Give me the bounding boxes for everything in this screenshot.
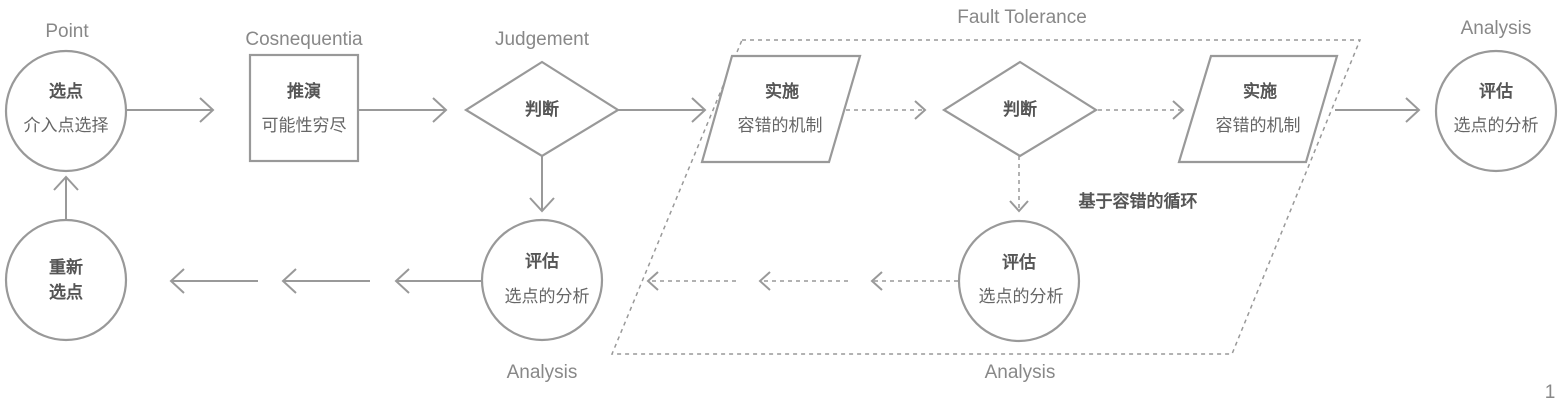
node-implement-1-subtitle: 容错的机制 (738, 116, 823, 136)
node-judge-1: 判断 (463, 60, 621, 158)
label-point: Point (45, 21, 89, 42)
node-judge-2: 判断 (941, 60, 1099, 158)
node-deduce-subtitle: 可能性穷尽 (262, 116, 347, 136)
arrow-reselect-to-point (53, 175, 79, 220)
node-implement-2: 实施 容错的机制 (1177, 54, 1339, 164)
node-implement-1: 实施 容错的机制 (700, 54, 862, 164)
arrow-frame-to-evaluate (1335, 97, 1421, 123)
node-evaluate-right-subtitle: 选点的分析 (1454, 116, 1539, 136)
page-number: 1 (1545, 382, 1556, 403)
fault-tolerance-frame (610, 39, 1362, 355)
label-analysis-top-right: Analysis (1461, 18, 1532, 39)
label-judgement: Judgement (495, 29, 590, 50)
arrow-deduce-to-judge (359, 97, 448, 123)
dashed-arrow-back-1 (870, 271, 958, 291)
node-implement-2-subtitle: 容错的机制 (1216, 116, 1301, 136)
node-evaluate-right-title: 评估 (1479, 81, 1513, 102)
node-evaluate-mid: 评估 选点的分析 (480, 218, 604, 342)
node-reselect-line1: 重新 (49, 257, 83, 278)
loop-label: 基于容错的循环 (1078, 191, 1198, 212)
dashed-arrow-back-2 (758, 271, 848, 291)
node-reselect-line2: 选点 (49, 282, 83, 303)
node-implement-2-title: 实施 (1243, 81, 1277, 102)
node-evaluate-loop-subtitle: 选点的分析 (979, 287, 1064, 307)
node-evaluate-loop-title: 评估 (1002, 252, 1036, 273)
label-consequentia: Cosnequentia (245, 29, 363, 50)
label-fault-tolerance: Fault Tolerance (957, 7, 1087, 28)
arrow-back-1 (169, 268, 258, 294)
label-analysis-bottom-right: Analysis (985, 362, 1056, 383)
node-select-point-title: 选点 (49, 81, 83, 102)
node-implement-1-title: 实施 (765, 81, 799, 102)
node-reselect: 重新 选点 (4, 218, 128, 342)
node-judge-1-title: 判断 (525, 99, 559, 120)
dashed-arrow-judge-to-evaluate (1009, 156, 1029, 213)
node-judge-2-title: 判断 (1003, 99, 1037, 120)
node-evaluate-loop: 评估 选点的分析 (957, 219, 1081, 343)
arrow-back-2 (281, 268, 370, 294)
node-deduce: 推演 可能性穷尽 (248, 53, 360, 163)
label-analysis-bottom-mid: Analysis (507, 362, 578, 383)
arrow-point-to-deduce (126, 97, 215, 123)
node-evaluate-mid-title: 评估 (525, 251, 559, 272)
dashed-arrow-back-3 (646, 271, 736, 291)
node-select-point-subtitle: 介入点选择 (24, 116, 109, 136)
node-evaluate-mid-subtitle: 选点的分析 (505, 287, 590, 307)
arrow-judge-to-evaluate (529, 155, 555, 213)
dashed-arrow-implement-to-judge (838, 100, 927, 120)
node-evaluate-right: 评估 选点的分析 (1434, 49, 1558, 173)
node-select-point: 选点 介入点选择 (4, 49, 128, 173)
arrow-back-3 (394, 268, 482, 294)
node-deduce-title: 推演 (287, 81, 321, 102)
dashed-arrow-judge-to-implement (1098, 100, 1185, 120)
arrow-judge-to-implement (618, 97, 707, 123)
